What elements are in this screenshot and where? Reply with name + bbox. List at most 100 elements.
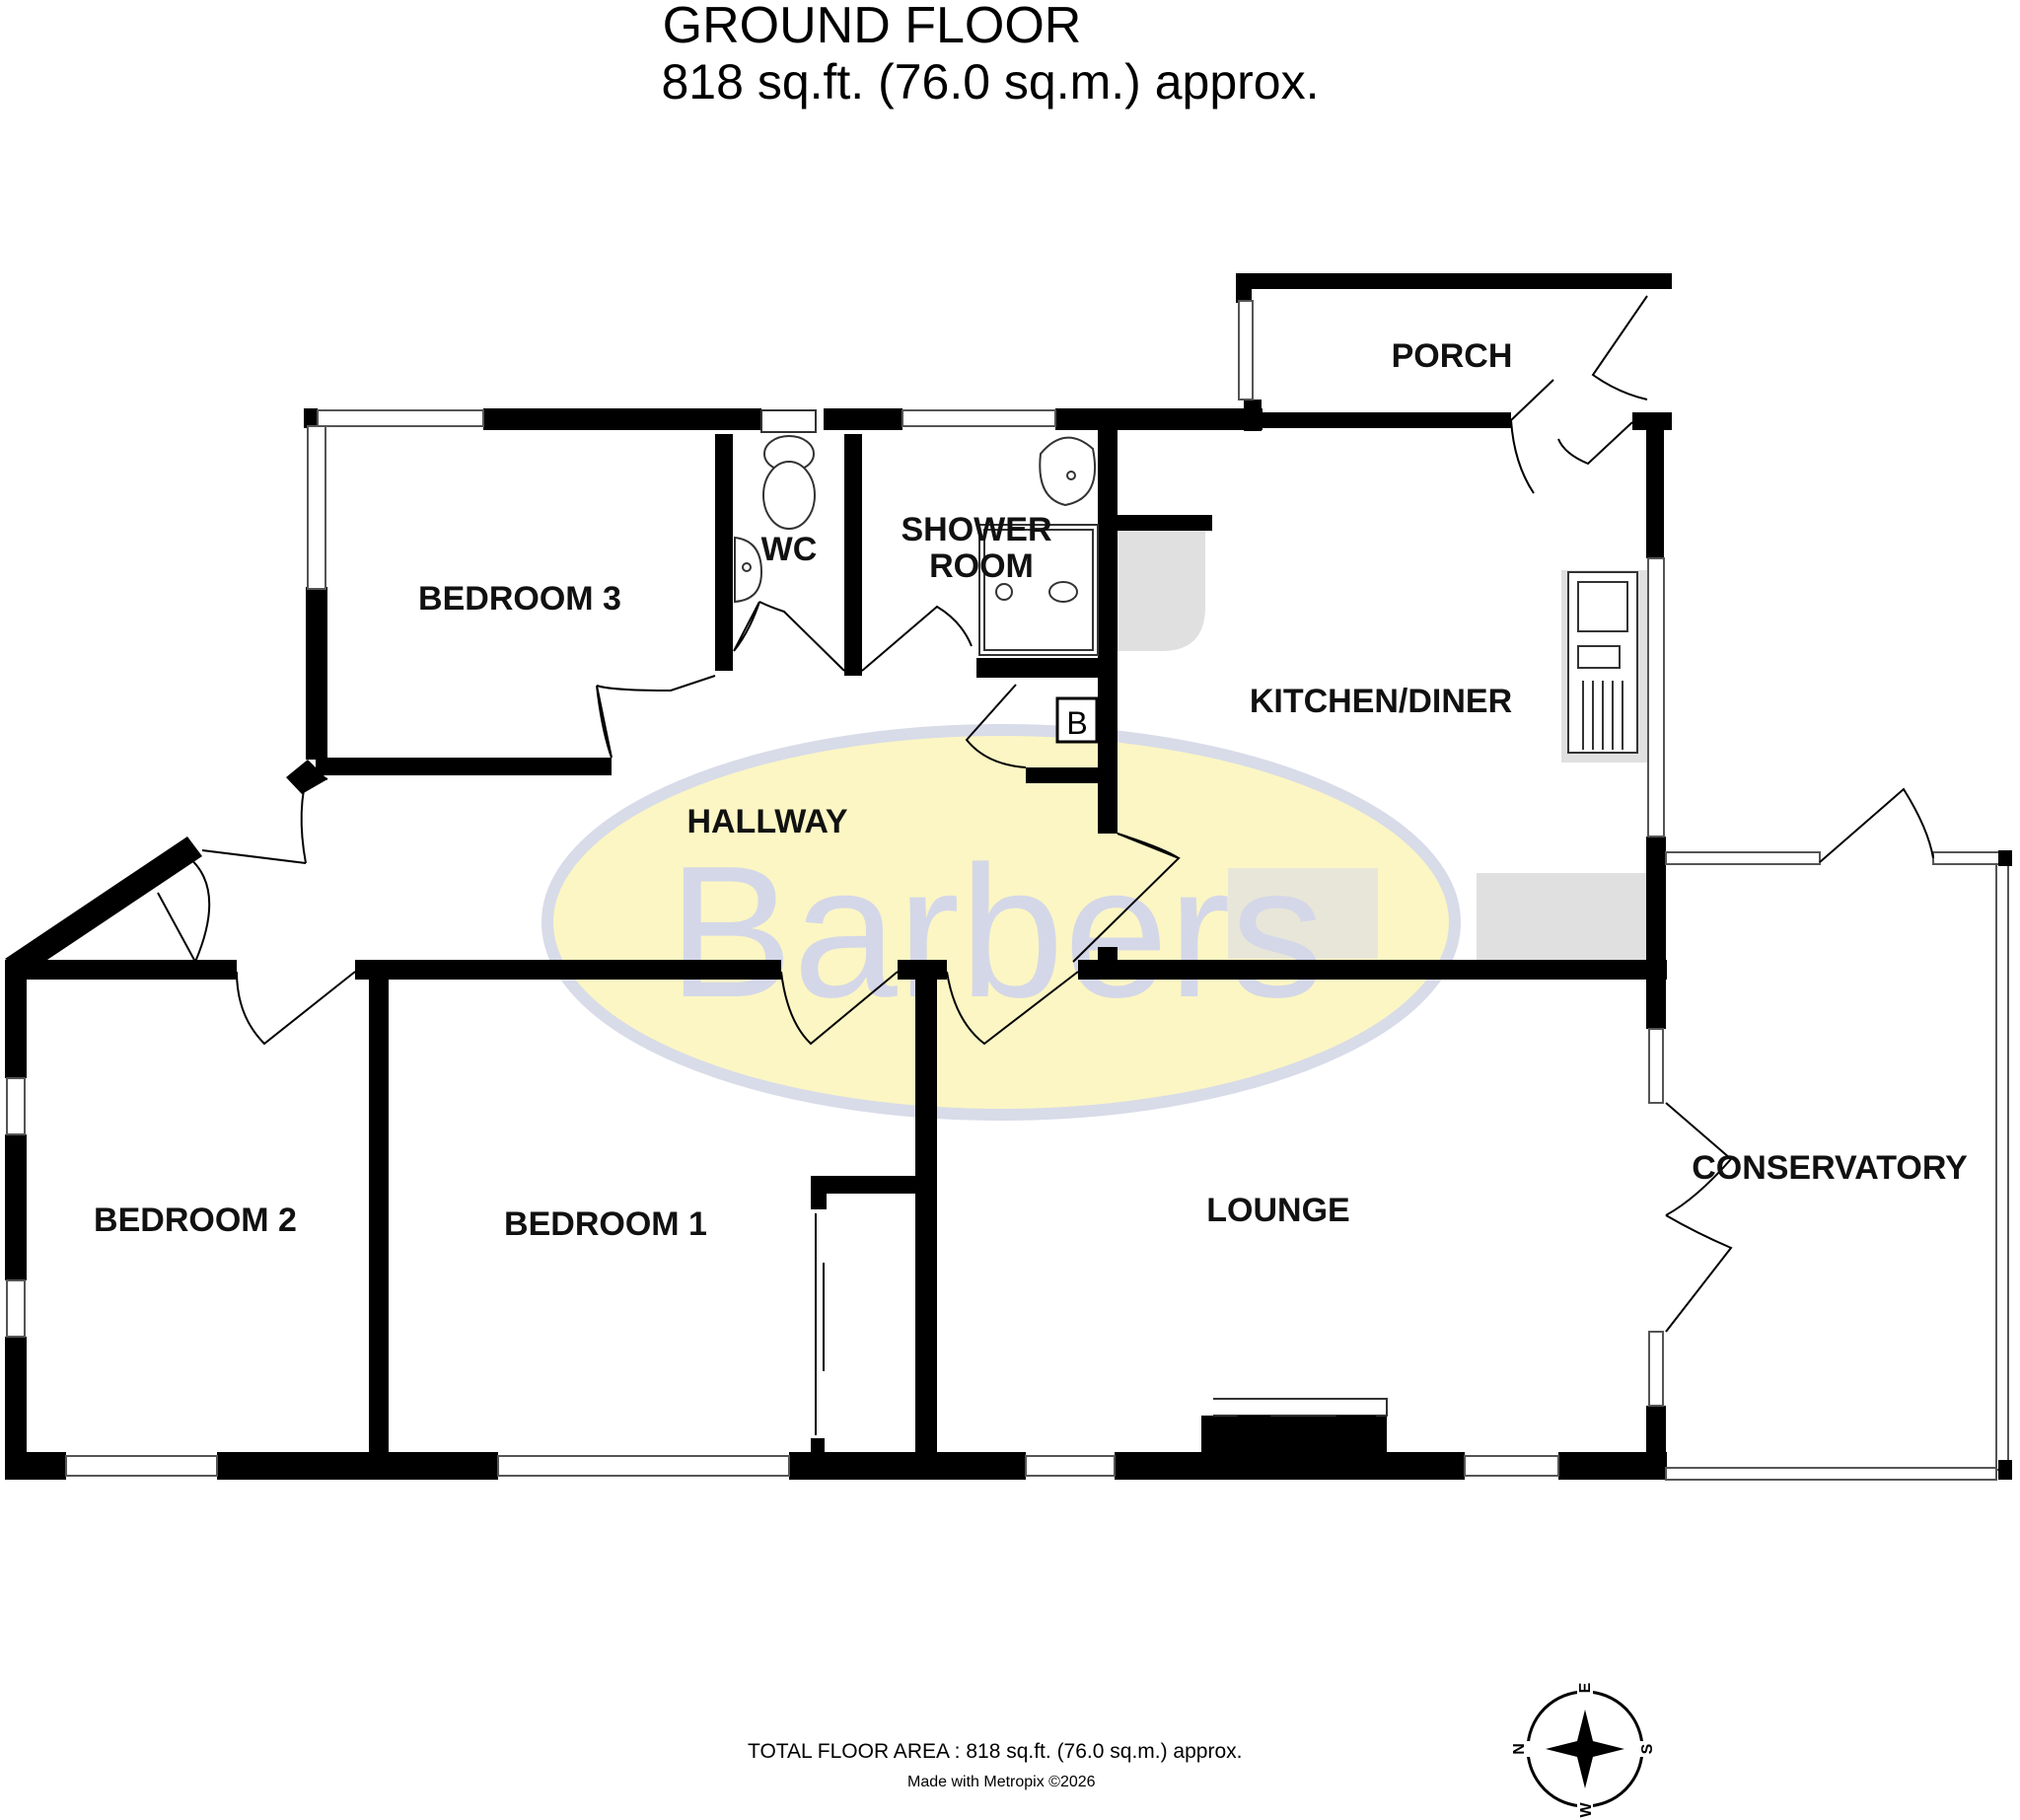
kitchen-sink-half-bowl xyxy=(1577,645,1621,669)
cupboard-bottom-wall xyxy=(1026,767,1118,783)
fireplace-surround xyxy=(1213,1398,1388,1417)
window-bedroom2-west-2 xyxy=(6,1279,26,1338)
wc-door-left xyxy=(733,601,760,652)
worktop-left xyxy=(1116,525,1205,651)
window-lounge-east-1 xyxy=(1648,1028,1664,1104)
porch-door-kitchen-arc xyxy=(1557,421,1633,466)
lounge-door xyxy=(946,971,1079,1046)
room-label-conservatory: CONSERVATORY xyxy=(1692,1149,1968,1187)
window-lounge-south-2 xyxy=(1464,1455,1559,1477)
conservatory-door-2 xyxy=(1665,1214,1733,1333)
shower-room-basin-tap xyxy=(1066,471,1076,480)
kitchen-drainer xyxy=(1582,681,1623,750)
bedroom1-lounge-wall xyxy=(915,972,937,1460)
kitchen-left-wall xyxy=(1098,429,1118,834)
window-bedroom3-west xyxy=(307,425,326,590)
front-hall-door xyxy=(300,767,328,864)
conservatory-corner-post-ne xyxy=(1998,850,2012,866)
room-label-shower-line1: SHOWER xyxy=(902,511,1052,548)
porch-bottom-wall xyxy=(1261,412,1511,428)
window-bedroom2-west-1 xyxy=(6,1077,26,1135)
floor-area-subtitle: 818 sq.ft. (76.0 sq.m.) approx. xyxy=(661,54,1320,109)
hall-south-wall-right xyxy=(1078,960,1667,980)
north-wall-wc xyxy=(824,408,902,430)
compass-gap-top xyxy=(1577,1680,1593,1698)
shower-door xyxy=(861,605,973,672)
bedroom3-left-wall xyxy=(306,587,327,760)
watermark: Barbers xyxy=(541,724,1461,1121)
window-lounge-south-1 xyxy=(1025,1455,1116,1477)
compass-n: N xyxy=(1511,1743,1528,1755)
conservatory-glazing-east xyxy=(1995,863,2009,1471)
bedroom3-door-arc xyxy=(596,675,716,692)
window-bedroom2-south xyxy=(65,1455,218,1477)
kitchen-sink-bowl xyxy=(1577,581,1628,632)
north-wall-bed3 xyxy=(483,408,761,430)
conservatory-glazing-south xyxy=(1665,1467,1997,1481)
compass-w: W xyxy=(1578,1802,1595,1818)
kitchen-right-wall-bottom xyxy=(1646,837,1666,876)
boiler-label: B xyxy=(1066,705,1087,741)
hall-south-wall-mid xyxy=(355,960,781,980)
window-bedroom3-north xyxy=(317,409,484,427)
kitchen-stub-wall xyxy=(1118,515,1212,531)
doors xyxy=(157,295,1934,1435)
watermark-box xyxy=(1228,868,1378,959)
wardrobe-left-wall xyxy=(811,1176,827,1209)
conservatory-glazing-north-2 xyxy=(1932,851,2008,865)
porch-entrance-door xyxy=(1591,295,1648,400)
wc-cistern xyxy=(760,409,817,433)
south-wall-2 xyxy=(217,1452,498,1480)
fireplace-insert xyxy=(1205,1416,1376,1457)
compass-icon: N E S W xyxy=(1511,1680,1656,1818)
total-floor-area: TOTAL FLOOR AREA : 818 sq.ft. (76.0 sq.m… xyxy=(748,1740,1243,1763)
conservatory-door-1 xyxy=(1665,1102,1733,1216)
compass-gap-right xyxy=(1636,1741,1654,1757)
worktop-corner xyxy=(1477,873,1648,962)
compass-s: S xyxy=(1639,1743,1656,1754)
bedroom2-door xyxy=(236,971,356,1046)
conservatory-glazing-north-1 xyxy=(1665,851,1821,865)
hall-south-wall-left xyxy=(5,960,237,980)
window-lounge-east-2 xyxy=(1648,1331,1664,1407)
wc-right-wall xyxy=(844,434,862,676)
conservatory-corner-post-se xyxy=(1998,1460,2012,1480)
window-kitchen xyxy=(1647,557,1665,837)
watermark-ellipse xyxy=(541,724,1461,1121)
window-porch xyxy=(1238,300,1254,400)
room-label-hallway: HALLWAY xyxy=(686,803,847,840)
room-label-lounge: LOUNGE xyxy=(1206,1192,1349,1229)
bedroom3-right-wall xyxy=(715,434,733,671)
cupboard-door xyxy=(965,684,1027,768)
bedroom3-door xyxy=(596,685,613,759)
south-wall-3 xyxy=(789,1452,1026,1480)
north-wall-shower xyxy=(1055,408,1262,430)
bedroom1-door xyxy=(780,971,899,1046)
porch-left-wall-top xyxy=(1236,273,1252,303)
window-bedroom1-south xyxy=(497,1455,790,1477)
compass-star xyxy=(1546,1710,1624,1788)
room-label-porch: PORCH xyxy=(1392,337,1513,375)
bedroom2-west-wall-bottom xyxy=(5,1337,27,1480)
porch-door-kitchen xyxy=(1510,379,1554,494)
boiler-box xyxy=(1055,696,1099,744)
shower-drain xyxy=(995,583,1013,601)
kitchen-door-arc xyxy=(1117,833,1180,859)
entrance-diagonal-wall xyxy=(5,837,202,972)
compass-gap-left xyxy=(1516,1741,1534,1757)
bedroom3-bottom-wall xyxy=(316,758,612,775)
bedroom2-west-wall-mid xyxy=(5,1134,27,1280)
room-label-wc: WC xyxy=(761,531,818,568)
north-wall-corner xyxy=(304,408,318,428)
room-label-bedroom1: BEDROOM 1 xyxy=(504,1205,707,1243)
compass-gap-bottom xyxy=(1577,1800,1593,1818)
entrance-cupboard-door xyxy=(157,855,211,965)
south-wall-1 xyxy=(5,1452,66,1480)
floor-title: GROUND FLOOR xyxy=(662,0,1082,54)
watermark-text: Barbers xyxy=(668,828,1324,1037)
lounge-east-wall-top xyxy=(1646,876,1666,1029)
room-label-kitchen-diner: KITCHEN/DINER xyxy=(1250,683,1512,720)
metropix-credit: Made with Metropix ©2026 xyxy=(907,1774,1096,1790)
lounge-east-wall-bottom xyxy=(1646,1406,1666,1477)
